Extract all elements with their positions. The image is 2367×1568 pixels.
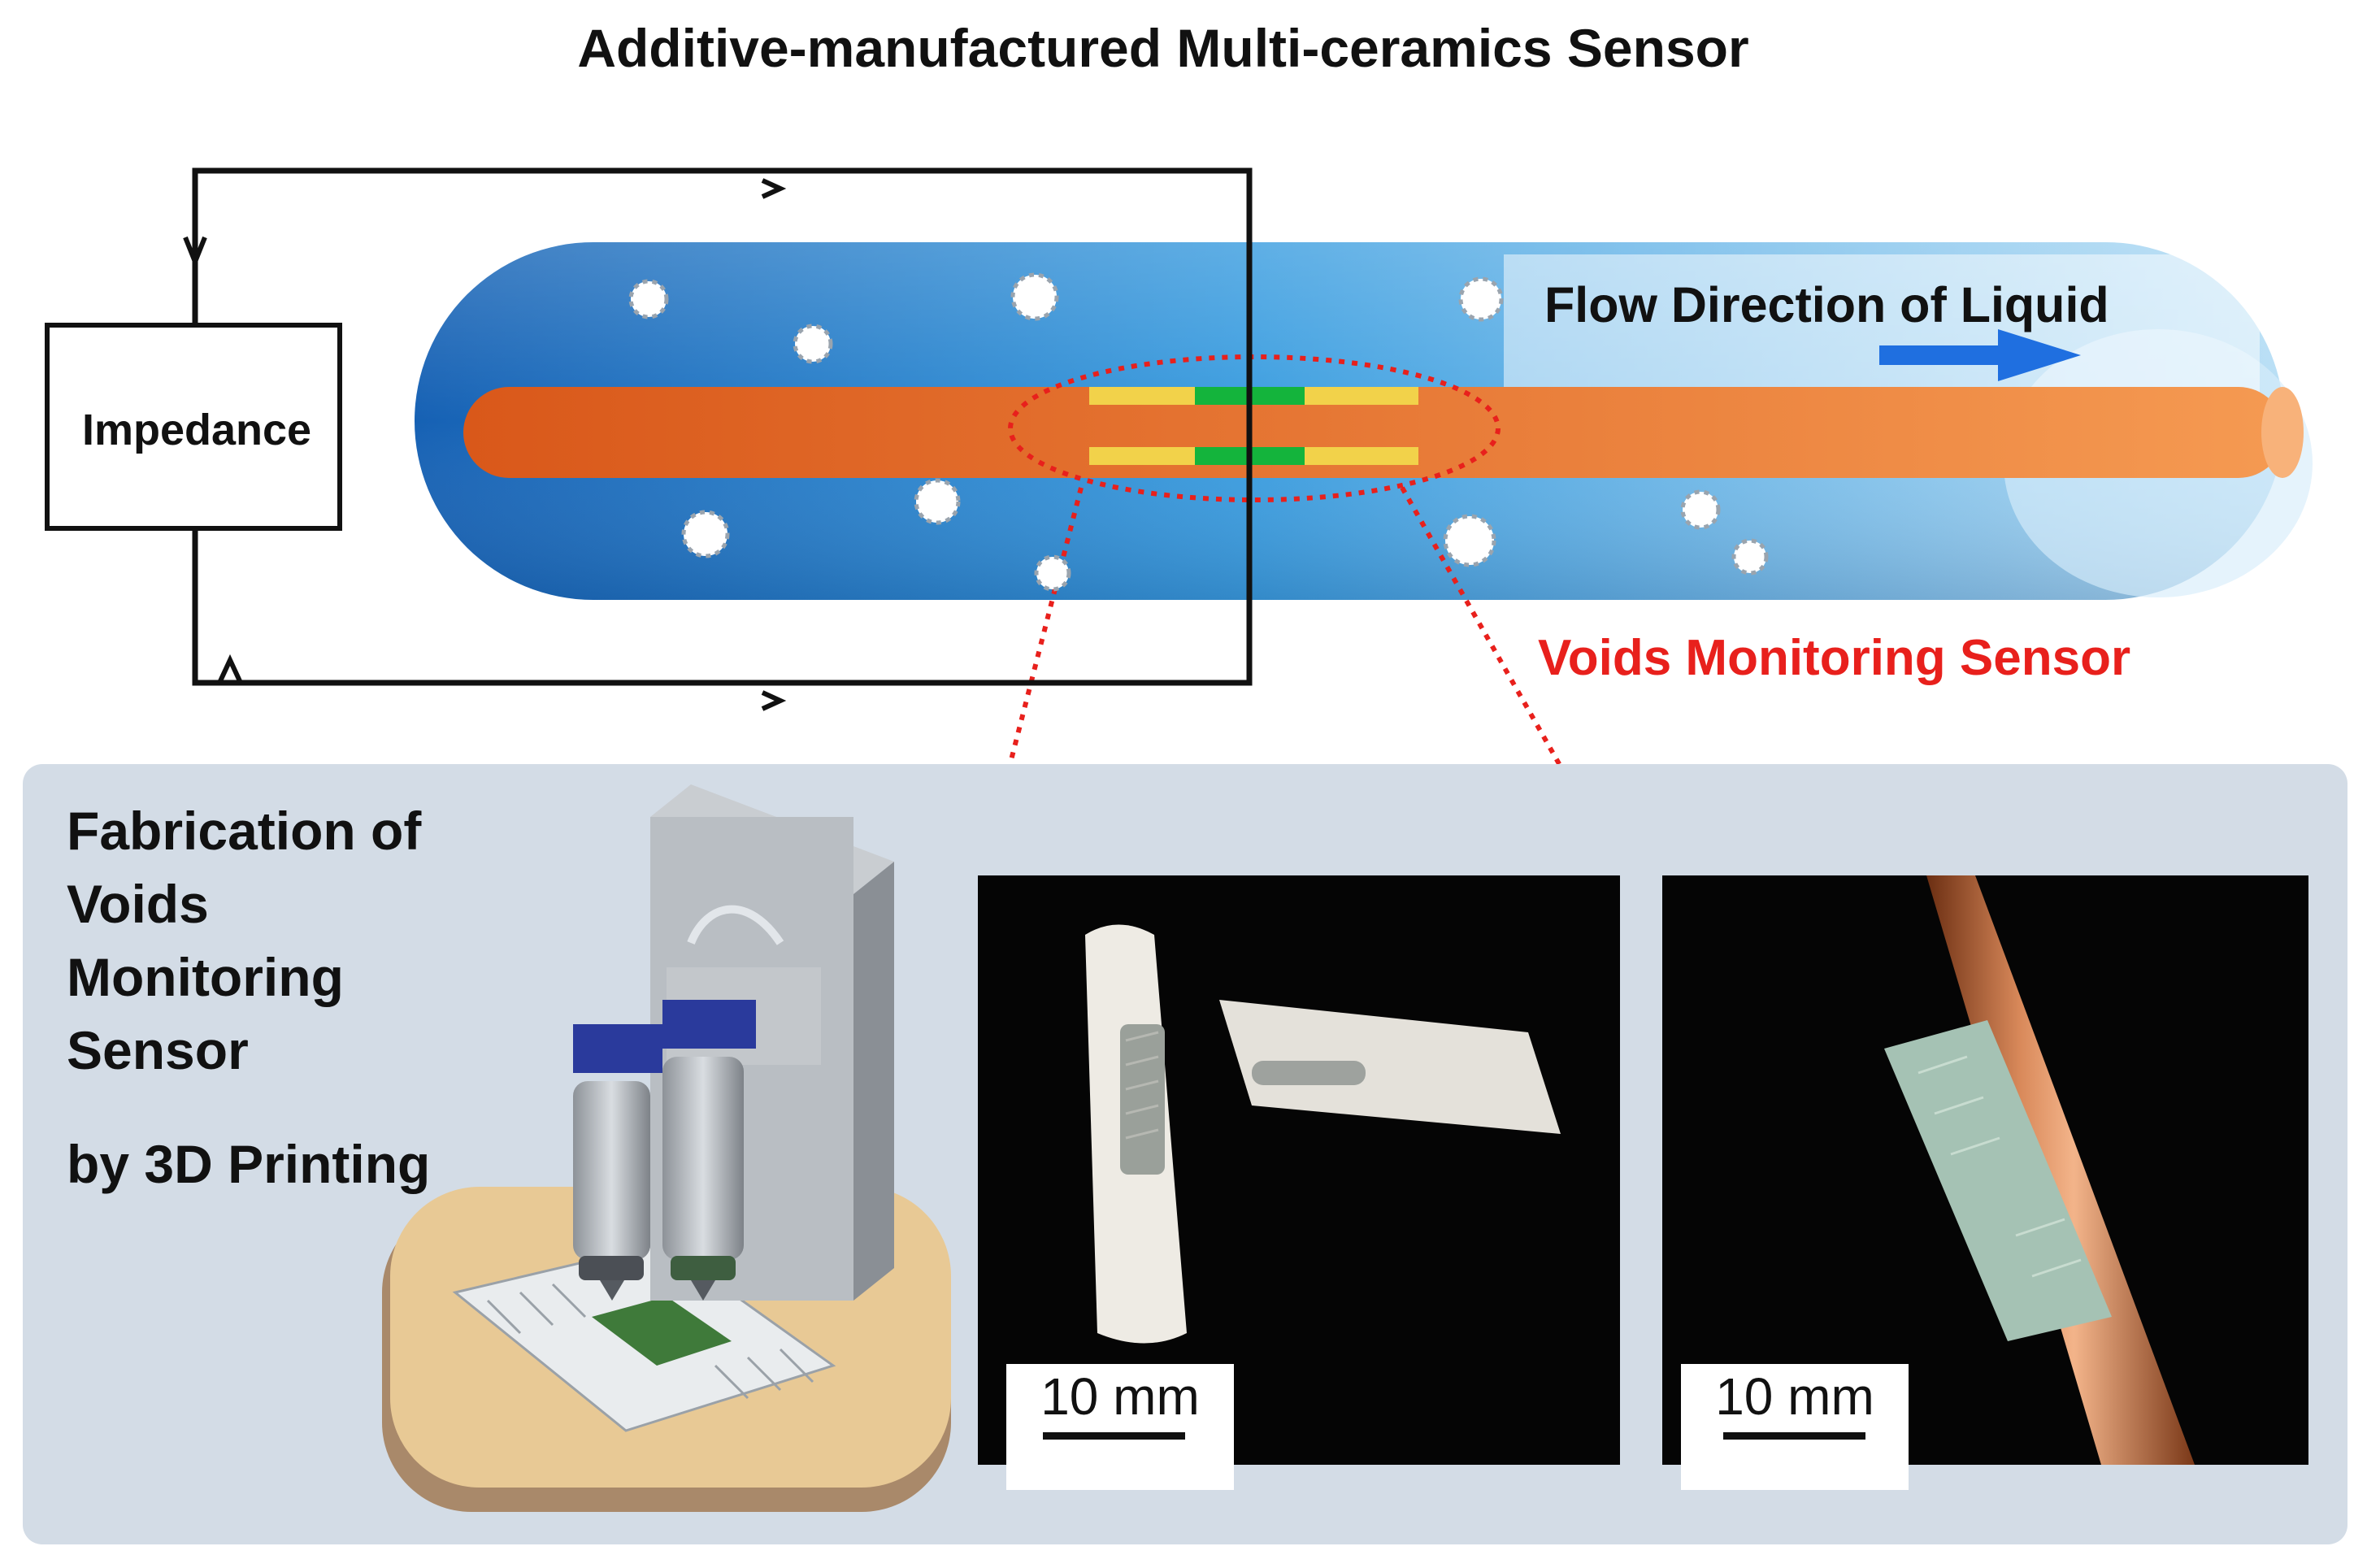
fabrication-line-4: Sensor	[67, 1020, 249, 1080]
scale-label-right: 10 mm	[1715, 1367, 1874, 1426]
flow-label-box	[1504, 254, 2260, 393]
fabrication-line-1: Fabrication of	[67, 801, 422, 861]
voids	[628, 272, 1769, 592]
wire-arrow	[183, 236, 207, 269]
fabrication-line-3: Monitoring	[67, 947, 344, 1007]
wire-arrow	[761, 690, 787, 711]
void-bubble	[1731, 538, 1769, 576]
impedance-block: Impedance	[45, 323, 342, 531]
flow-arrow-icon	[1879, 329, 2081, 381]
fabrication-method: by 3D Printing	[67, 1134, 430, 1194]
scale-bar-box	[1006, 1364, 1234, 1490]
fabrication-line-2: Voids	[67, 874, 209, 934]
fabrication-text: Fabrication of Voids Monitoring Sensor b…	[67, 801, 430, 1194]
scale-bar-right	[1723, 1432, 1865, 1440]
circuit	[183, 167, 1253, 711]
void-bubble	[1034, 554, 1071, 592]
printer-illustration	[382, 784, 951, 1512]
core-rod	[463, 387, 2304, 478]
copper-pipe	[1926, 875, 2195, 1465]
print-head-left	[573, 1081, 650, 1260]
wire-arrow	[217, 654, 243, 684]
flow-direction-label: Flow Direction of Liquid	[1544, 277, 2109, 332]
void-bubble	[914, 478, 961, 525]
scale-bar-box	[1681, 1364, 1909, 1490]
void-bubble	[1458, 276, 1504, 322]
sensor-photo-left: 10 mm	[978, 875, 1620, 1490]
void-bubble	[628, 279, 669, 319]
print-head-right	[662, 1057, 744, 1260]
void-bubble	[793, 324, 833, 364]
electrode-pattern	[592, 1297, 732, 1366]
sensor-label: Voids Monitoring Sensor	[1538, 630, 2130, 686]
figure-title: Additive-manufactured Multi-ceramics Sen…	[577, 18, 1748, 78]
void-bubble	[1010, 272, 1059, 321]
void-bubble	[1443, 514, 1496, 567]
void-bubble	[1680, 489, 1721, 530]
wire-arrow	[761, 178, 787, 199]
sensor-photo-right: 10 mm	[1662, 875, 2308, 1490]
void-bubble	[681, 510, 730, 558]
scale-bar-left	[1043, 1432, 1185, 1440]
mounted-sensor	[1884, 1020, 2112, 1341]
ceramic-sensor-piece	[1219, 1000, 1561, 1134]
impedance-label: Impedance	[82, 406, 311, 454]
scale-label-left: 10 mm	[1040, 1367, 1200, 1426]
